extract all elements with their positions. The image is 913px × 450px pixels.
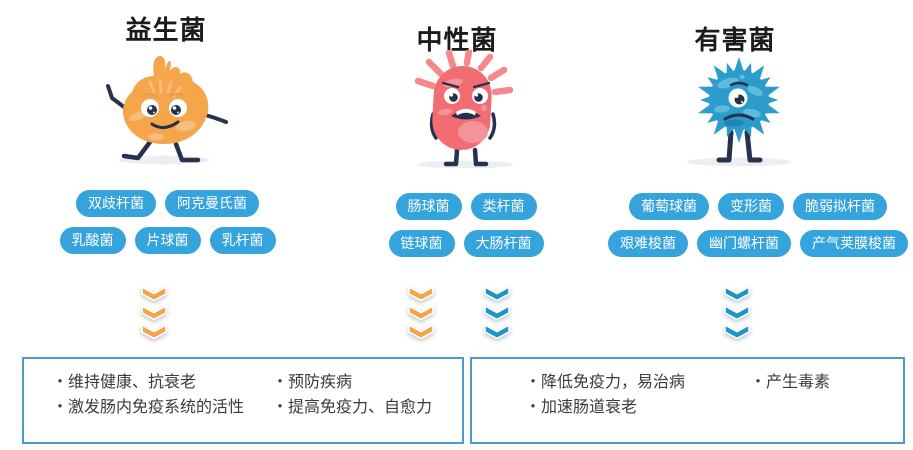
chevron-down-icon: [484, 286, 510, 301]
bacteria-pill: 幽门螺杆菌: [697, 230, 791, 257]
probiotic-mascot-illustration: [106, 56, 228, 165]
harmful-effects-box: ・降低免疫力，易治病 ・加速肠道衰老 ・产生毒素: [470, 357, 905, 444]
neutral-mascot-illustration: [414, 50, 514, 168]
bacteria-pill: 肠球菌: [395, 193, 462, 220]
bacteria-pill: 阿克曼氏菌: [165, 190, 259, 217]
effect-item: ・激发肠内免疫系统的活性: [52, 399, 245, 416]
chevron-down-icon: [484, 305, 510, 320]
chevron-down-icon: [408, 324, 434, 339]
chevron-down-icon: [484, 324, 510, 339]
effect-item: ・加速肠道衰老: [525, 399, 638, 416]
pill-row: 双歧杆菌 阿克曼氏菌: [25, 190, 310, 217]
bacteria-pill: 乳酸菌: [59, 227, 126, 254]
arrow-down-probiotic: [141, 286, 167, 339]
pill-row: 链球菌 大肠杆菌: [356, 230, 576, 257]
chevron-down-icon: [141, 305, 167, 320]
pill-row: 乳酸菌 片球菌 乳杆菌: [25, 227, 310, 254]
arrow-down-harmful: [724, 286, 750, 339]
probiotic-effects-box: ・维持健康、抗衰老 ・激发肠内免疫系统的活性 ・预防疾病 ・提高免疫力、自愈力: [22, 357, 464, 444]
pill-row: 艰难梭菌 幽门螺杆菌 产气荚膜梭菌: [608, 230, 908, 257]
bacteria-pill: 双歧杆菌: [76, 190, 156, 217]
column-title-neutral: 中性菌: [416, 25, 498, 55]
column-title-harmful: 有害菌: [694, 25, 776, 55]
column-title-probiotics: 益生菌: [125, 15, 207, 45]
effect-item: ・降低免疫力，易治病: [525, 374, 686, 391]
harmful-mascot-illustration: [687, 57, 791, 167]
chevron-down-icon: [724, 286, 750, 301]
pill-row: 葡萄球菌 变形菌 脆弱拟杆菌: [608, 193, 908, 220]
effect-item: ・提高免疫力、自愈力: [272, 399, 433, 416]
bacteria-pill: 类杆菌: [470, 193, 537, 220]
chevron-down-icon: [724, 324, 750, 339]
effect-item: ・产生毒素: [750, 374, 831, 391]
chevron-down-icon: [408, 286, 434, 301]
bacteria-pill: 脆弱拟杆菌: [793, 193, 887, 220]
effect-item: ・预防疾病: [272, 374, 353, 391]
bacteria-pill: 葡萄球菌: [629, 193, 709, 220]
arrow-down-neutral-bad: [484, 286, 510, 339]
bacteria-pill: 大肠杆菌: [463, 230, 544, 257]
bacteria-pill: 链球菌: [388, 230, 455, 257]
bacteria-pill: 产气荚膜梭菌: [800, 230, 908, 257]
bacteria-pill: 片球菌: [134, 227, 201, 254]
pill-row: 肠球菌 类杆菌: [356, 193, 576, 220]
effect-item: ・维持健康、抗衰老: [52, 374, 197, 391]
bacteria-pill: 艰难梭菌: [608, 230, 688, 257]
chevron-down-icon: [408, 305, 434, 320]
chevron-down-icon: [141, 324, 167, 339]
arrow-down-neutral-good: [408, 286, 434, 339]
chevron-down-icon: [724, 305, 750, 320]
bacteria-pill: 变形菌: [718, 193, 784, 220]
chevron-down-icon: [141, 286, 167, 301]
bacteria-pill: 乳杆菌: [209, 227, 276, 254]
